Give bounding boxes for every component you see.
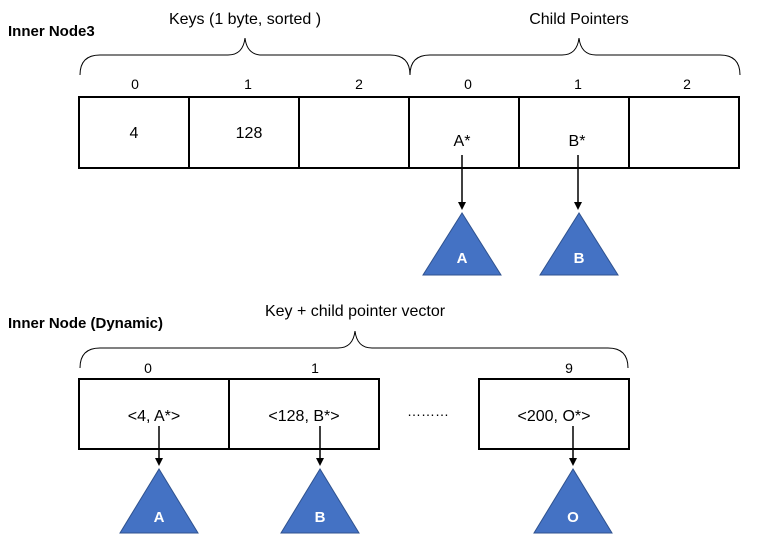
key-cell-0: [78, 96, 190, 169]
vector-header: Key + child pointer vector: [265, 303, 446, 320]
key-index-0: 0: [131, 76, 139, 92]
vector-child-label-o: O: [567, 509, 579, 526]
child-label-a: A: [457, 250, 468, 267]
key-cell-2: [298, 96, 410, 169]
vector-cell-0: [78, 378, 230, 450]
child-node-a: [422, 212, 502, 276]
pointer-value-1: B*: [569, 133, 586, 150]
vector-entry-1: <128, B*>: [268, 408, 339, 425]
vector-brace: [79, 330, 629, 369]
vector-entry-9: <200, O*>: [518, 408, 591, 425]
vector-child-a: [119, 468, 199, 534]
pointers-header: Child Pointers: [529, 11, 629, 28]
child-label-b: B: [574, 250, 585, 267]
key-cell-1: [188, 96, 300, 169]
pointers-brace: [409, 37, 741, 76]
pointer-cell-0: [408, 96, 520, 169]
dynamic-title: Inner Node (Dynamic): [8, 315, 163, 332]
keys-brace: [79, 37, 411, 76]
key-index-2: 2: [355, 76, 363, 92]
vector-index-9: 9: [565, 360, 573, 376]
child-node-b: [539, 212, 619, 276]
pointer-index-0: 0: [464, 76, 472, 92]
vector-cell-1: [228, 378, 380, 450]
node3-title: Inner Node3: [8, 23, 95, 40]
key-value-0: 4: [130, 125, 139, 142]
keys-header: Keys (1 byte, sorted ): [169, 11, 321, 28]
pointer-index-1: 1: [574, 76, 582, 92]
vector-cell-9: [478, 378, 630, 450]
pointer-index-2: 2: [683, 76, 691, 92]
key-index-1: 1: [244, 76, 252, 92]
vector-index-0: 0: [144, 360, 152, 376]
key-value-1: 128: [236, 125, 263, 142]
vector-child-b: [280, 468, 360, 534]
ellipsis: ………: [407, 403, 449, 419]
vector-child-o: [533, 468, 613, 534]
pointer-cell-2: [628, 96, 740, 169]
vector-child-label-b: B: [315, 509, 326, 526]
vector-index-1: 1: [311, 360, 319, 376]
vector-entry-0: <4, A*>: [128, 408, 181, 425]
pointer-value-0: A*: [454, 133, 471, 150]
vector-child-label-a: A: [154, 509, 165, 526]
